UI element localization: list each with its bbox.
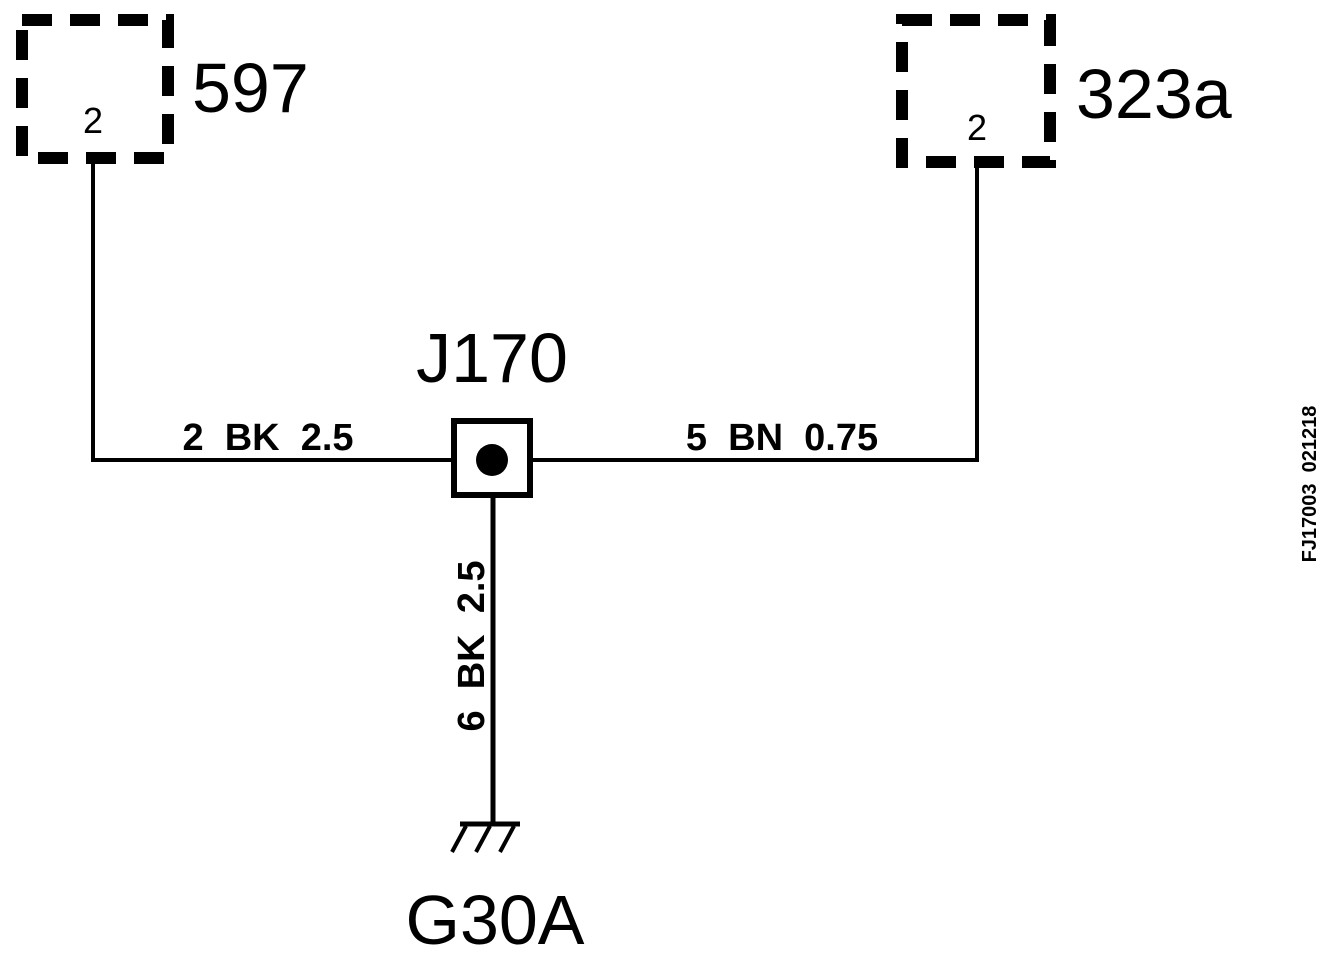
wire-label-323a: 5 BN 0.75 (686, 417, 878, 459)
wire-label-g30a: 6 BK 2.5 (451, 560, 493, 731)
wire-label-597: 2 BK 2.5 (182, 417, 353, 459)
wire-597-to-j170[interactable] (91, 158, 490, 462)
ground-tick-1 (450, 825, 468, 853)
reference-code: FJ17003 021218 (1299, 406, 1321, 563)
junction-label: J170 (416, 319, 568, 397)
connector-597[interactable]: 2 (16, 14, 174, 164)
ground-label: G30A (406, 881, 585, 958)
connector-323a-label: 323a (1076, 55, 1232, 133)
connector-597-label: 597 (192, 49, 309, 127)
connector-323a-pin: 2 (967, 107, 987, 148)
junction-j170[interactable] (451, 418, 533, 498)
ground-tick-3 (498, 825, 516, 853)
junction-dot (476, 444, 508, 476)
connector-323a[interactable]: 2 (896, 14, 1056, 168)
connector-597-pin: 2 (83, 100, 103, 141)
ground-tick-2 (474, 825, 492, 853)
ground-symbol[interactable] (450, 821, 520, 853)
wire-j170-to-323a[interactable] (490, 162, 979, 462)
